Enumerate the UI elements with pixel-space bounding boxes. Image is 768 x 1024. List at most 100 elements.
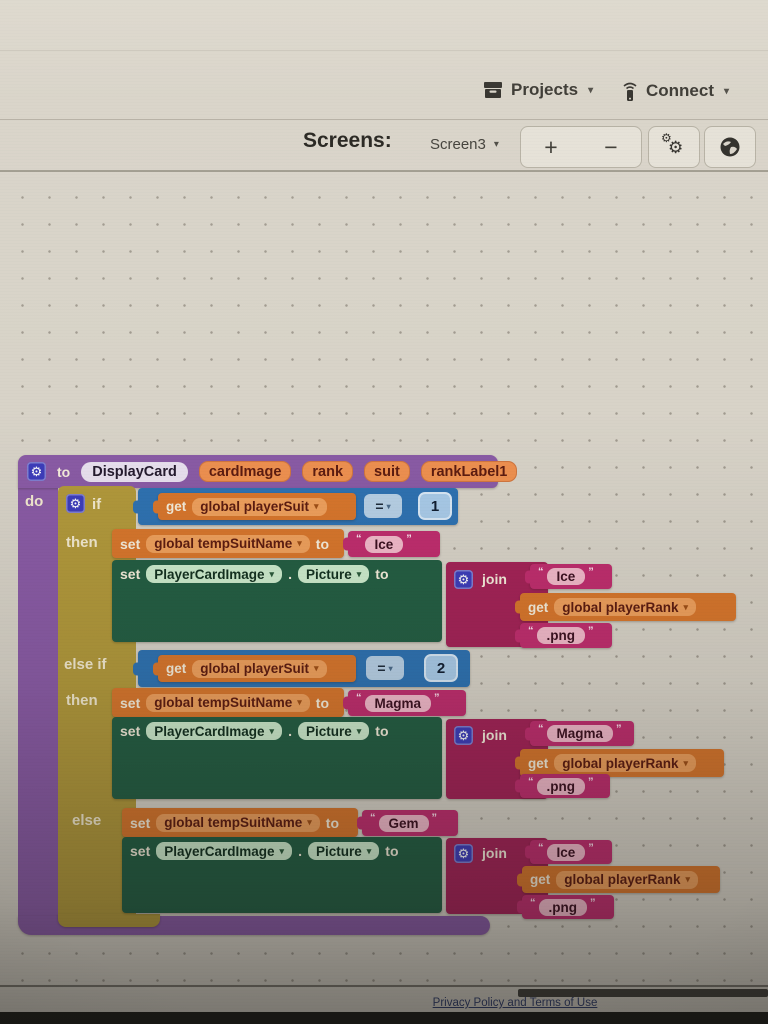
connect-menu[interactable]: Connect ▾ [622, 80, 729, 102]
text-value-field[interactable]: Ice [546, 843, 586, 861]
join-keyword: join [482, 845, 507, 861]
component-dropdown[interactable]: PlayerCardImage ▾ [146, 722, 283, 740]
blocks-canvas[interactable]: ⚙ to DisplayCard cardImage rank suit ran… [0, 172, 768, 985]
get-variable-block[interactable]: get global playerRank ▾ [522, 866, 720, 893]
chevron-down-icon: ▾ [269, 568, 275, 579]
operator-dropdown[interactable]: = ▾ [364, 494, 402, 518]
set-component-property-block[interactable]: set PlayerCardImage ▾ . Picture ▾ to [112, 717, 442, 799]
text-value-field[interactable]: Gem [378, 814, 429, 832]
param-chip-ranklabel1[interactable]: rankLabel1 [420, 461, 518, 482]
chevron-down-icon: ▾ [366, 845, 372, 856]
text-string-block[interactable]: “ Gem ” [362, 810, 458, 836]
property-name: Picture [305, 566, 352, 582]
text-value-field[interactable]: Magma [546, 725, 614, 742]
param-chip-suit[interactable]: suit [364, 461, 410, 482]
equals-operator: = [375, 498, 384, 514]
get-variable-block[interactable]: get global playerSuit ▾ [158, 655, 356, 682]
set-keyword: set [120, 566, 141, 582]
component-dropdown[interactable]: PlayerCardImage ▾ [156, 842, 293, 860]
text-string-block[interactable]: “ .png ” [522, 895, 614, 919]
variable-dropdown[interactable]: global tempSuitName ▾ [146, 534, 310, 553]
set-keyword: set [130, 814, 151, 831]
chevron-down-icon: ▾ [683, 601, 689, 612]
dot-separator: . [298, 843, 302, 859]
component-name: PlayerCardImage [154, 566, 265, 582]
text-value-field[interactable]: .png [538, 898, 587, 916]
variable-dropdown[interactable]: global playerSuit ▾ [192, 659, 327, 678]
elseif-keyword: else if [64, 656, 107, 673]
globe-button[interactable] [705, 127, 755, 167]
text-value-field[interactable]: .png [536, 627, 585, 644]
property-dropdown[interactable]: Picture ▾ [297, 565, 370, 583]
set-keyword: set [130, 843, 151, 859]
zoom-out-button[interactable]: − [604, 133, 618, 160]
to-keyword: to [315, 694, 330, 711]
privacy-terms-link[interactable]: Privacy Policy and Terms of Use [432, 997, 598, 1009]
equals-compare-block[interactable]: get global playerSuit ▾ = ▾ 2 [138, 650, 470, 687]
text-value-field[interactable]: Ice [546, 568, 586, 585]
component-dropdown[interactable]: PlayerCardImage ▾ [146, 565, 283, 583]
set-keyword: set [120, 694, 141, 711]
to-keyword: to [315, 535, 330, 552]
text-string-block[interactable]: “ Magma ” [348, 690, 466, 716]
workspace-divider [0, 170, 768, 172]
variable-dropdown[interactable]: global playerRank ▾ [554, 598, 697, 616]
text-value-field[interactable]: Ice [364, 535, 404, 553]
param-chip-cardimage[interactable]: cardImage [198, 461, 292, 482]
if-block-bottom [58, 914, 160, 927]
mutator-gear-icon[interactable]: ⚙ [27, 462, 46, 481]
text-string-block[interactable]: “ Ice ” [530, 564, 612, 589]
property-dropdown[interactable]: Picture ▾ [297, 722, 370, 740]
procedure-definition-block[interactable]: ⚙ to DisplayCard cardImage rank suit ran… [18, 455, 518, 488]
set-variable-block[interactable]: set global tempSuitName ▾ to [122, 808, 358, 837]
horizontal-scrollbar[interactable] [518, 989, 768, 997]
set-component-property-block[interactable]: set PlayerCardImage ▾ . Picture ▾ to [122, 837, 442, 913]
variable-dropdown[interactable]: global tempSuitName ▾ [156, 813, 320, 832]
number-block[interactable]: 2 [424, 654, 458, 682]
property-name: Picture [315, 843, 362, 859]
property-dropdown[interactable]: Picture ▾ [307, 842, 380, 860]
close-quote: ” [590, 897, 596, 909]
set-variable-block[interactable]: set global tempSuitName ▾ to [112, 688, 344, 717]
set-variable-block[interactable]: set global tempSuitName ▾ to [112, 529, 344, 558]
get-variable-block[interactable]: get global playerRank ▾ [520, 749, 724, 777]
variable-dropdown[interactable]: global playerRank ▾ [556, 870, 699, 889]
get-variable-block[interactable]: get global playerRank ▾ [520, 593, 736, 621]
operator-dropdown[interactable]: = ▾ [366, 656, 404, 680]
number-block[interactable]: 1 [418, 492, 452, 520]
set-component-property-block[interactable]: set PlayerCardImage ▾ . Picture ▾ to [112, 560, 442, 642]
zoom-in-button[interactable]: + [544, 133, 558, 160]
chevron-down-icon: ▾ [388, 663, 393, 673]
text-string-block[interactable]: “ .png ” [520, 623, 612, 648]
variable-dropdown[interactable]: global tempSuitName ▾ [146, 693, 310, 712]
variable-dropdown[interactable]: global playerSuit ▾ [192, 497, 327, 516]
get-variable-block[interactable]: get global playerSuit ▾ [158, 493, 356, 520]
variable-name: global playerSuit [200, 661, 310, 676]
text-string-block[interactable]: “ Ice ” [530, 840, 612, 864]
open-quote: “ [538, 723, 544, 735]
component-name: PlayerCardImage [154, 723, 265, 739]
join-keyword: join [482, 571, 507, 587]
text-value-field[interactable]: .png [536, 777, 585, 795]
variable-name: global playerRank [562, 599, 679, 615]
mutator-gear-icon[interactable]: ⚙ [454, 844, 473, 863]
procedure-name-field[interactable]: DisplayCard [81, 461, 188, 482]
close-quote: ” [588, 776, 594, 788]
mutator-gear-icon[interactable]: ⚙ [454, 570, 473, 589]
connect-device-icon [623, 82, 637, 101]
set-keyword: set [120, 535, 141, 552]
equals-compare-block[interactable]: get global playerSuit ▾ = ▾ 1 [138, 488, 458, 525]
projects-menu[interactable]: Projects ▾ [483, 80, 593, 100]
chevron-down-icon: ▾ [724, 85, 730, 97]
mutator-gear-icon[interactable]: ⚙ [66, 494, 85, 513]
mutator-gear-icon[interactable]: ⚙ [454, 726, 473, 745]
text-string-block[interactable]: “ Ice ” [348, 531, 440, 557]
settings-gears-button[interactable]: ⚙ ⚙ [649, 127, 699, 167]
to-keyword: to [325, 814, 340, 831]
param-chip-rank[interactable]: rank [302, 461, 354, 482]
text-string-block[interactable]: “ .png ” [520, 774, 610, 798]
screen-selector-dropdown[interactable]: Screen3 ▾ [430, 136, 499, 153]
text-string-block[interactable]: “ Magma ” [530, 721, 634, 746]
text-value-field[interactable]: Magma [364, 694, 432, 712]
variable-dropdown[interactable]: global playerRank ▾ [554, 754, 697, 772]
